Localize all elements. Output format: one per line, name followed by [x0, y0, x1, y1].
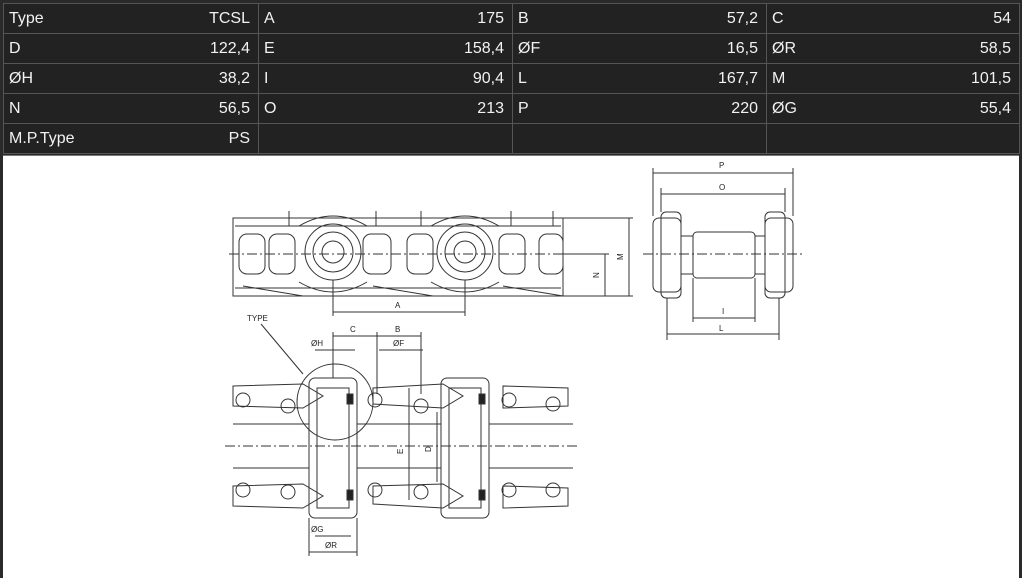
spec-label: ØG [766, 93, 909, 124]
dim-label-c: C [350, 325, 356, 334]
spec-value: 175 [401, 3, 513, 34]
spec-value: PS [144, 123, 259, 154]
technical-drawing-panel: A M N P O I L TYPE C B ØH ØF E D ØG ØR [3, 155, 1019, 578]
dim-label-m: M [616, 253, 625, 260]
spec-label: M.P.Type [3, 123, 145, 154]
spec-value: 54 [908, 3, 1020, 34]
plan-view-chain [225, 323, 578, 556]
spec-label: E [258, 33, 402, 64]
dim-label-r: ØR [325, 541, 337, 550]
spec-label: L [512, 63, 656, 94]
spec-value: 158,4 [401, 33, 513, 64]
spec-label: D [3, 33, 145, 64]
dim-label-b: B [395, 325, 400, 334]
spec-label: C [766, 3, 909, 34]
spec-value: 58,5 [908, 33, 1020, 64]
dim-label-a: A [395, 301, 401, 310]
dim-label-e: E [396, 449, 405, 454]
spec-label: ØH [3, 63, 145, 94]
spec-label [766, 123, 909, 154]
spec-value: TCSL [144, 3, 259, 34]
spec-label: Type [3, 3, 145, 34]
spec-label [258, 123, 402, 154]
spec-label: P [512, 93, 656, 124]
spec-label: B [512, 3, 656, 34]
spec-value: 38,2 [144, 63, 259, 94]
spec-value: 213 [401, 93, 513, 124]
spec-label [512, 123, 656, 154]
spec-label: N [3, 93, 145, 124]
dim-label-g: ØG [311, 525, 323, 534]
spec-value: 57,2 [655, 3, 767, 34]
dimension-labels: A M N P O I L TYPE C B ØH ØF E D ØG ØR [247, 161, 725, 550]
spec-value: 122,4 [144, 33, 259, 64]
spec-value: 167,7 [655, 63, 767, 94]
spec-label: A [258, 3, 402, 34]
spec-value [401, 123, 513, 154]
dim-label-l: L [719, 324, 724, 333]
dim-label-n: N [592, 272, 601, 278]
spec-value [655, 123, 767, 154]
dim-label-o: O [719, 183, 725, 192]
spec-value [908, 123, 1020, 154]
track-chain-drawing: A M N P O I L TYPE C B ØH ØF E D ØG ØR [225, 161, 803, 556]
spec-value: 220 [655, 93, 767, 124]
spec-value: 101,5 [908, 63, 1020, 94]
side-view-link [229, 211, 633, 316]
dim-label-p: P [719, 161, 724, 170]
dim-label-i: I [722, 307, 724, 316]
spec-value: 56,5 [144, 93, 259, 124]
dim-label-d: D [424, 446, 433, 452]
end-view-roller [643, 168, 803, 340]
spec-label: I [258, 63, 402, 94]
spec-label: ØF [512, 33, 656, 64]
dim-label-f: ØF [393, 339, 404, 348]
dim-label-type: TYPE [247, 314, 268, 323]
spec-label: ØR [766, 33, 909, 64]
spec-value: 55,4 [908, 93, 1020, 124]
spec-label: O [258, 93, 402, 124]
spec-label: M [766, 63, 909, 94]
spec-value: 16,5 [655, 33, 767, 64]
dim-label-h: ØH [311, 339, 323, 348]
spec-value: 90,4 [401, 63, 513, 94]
